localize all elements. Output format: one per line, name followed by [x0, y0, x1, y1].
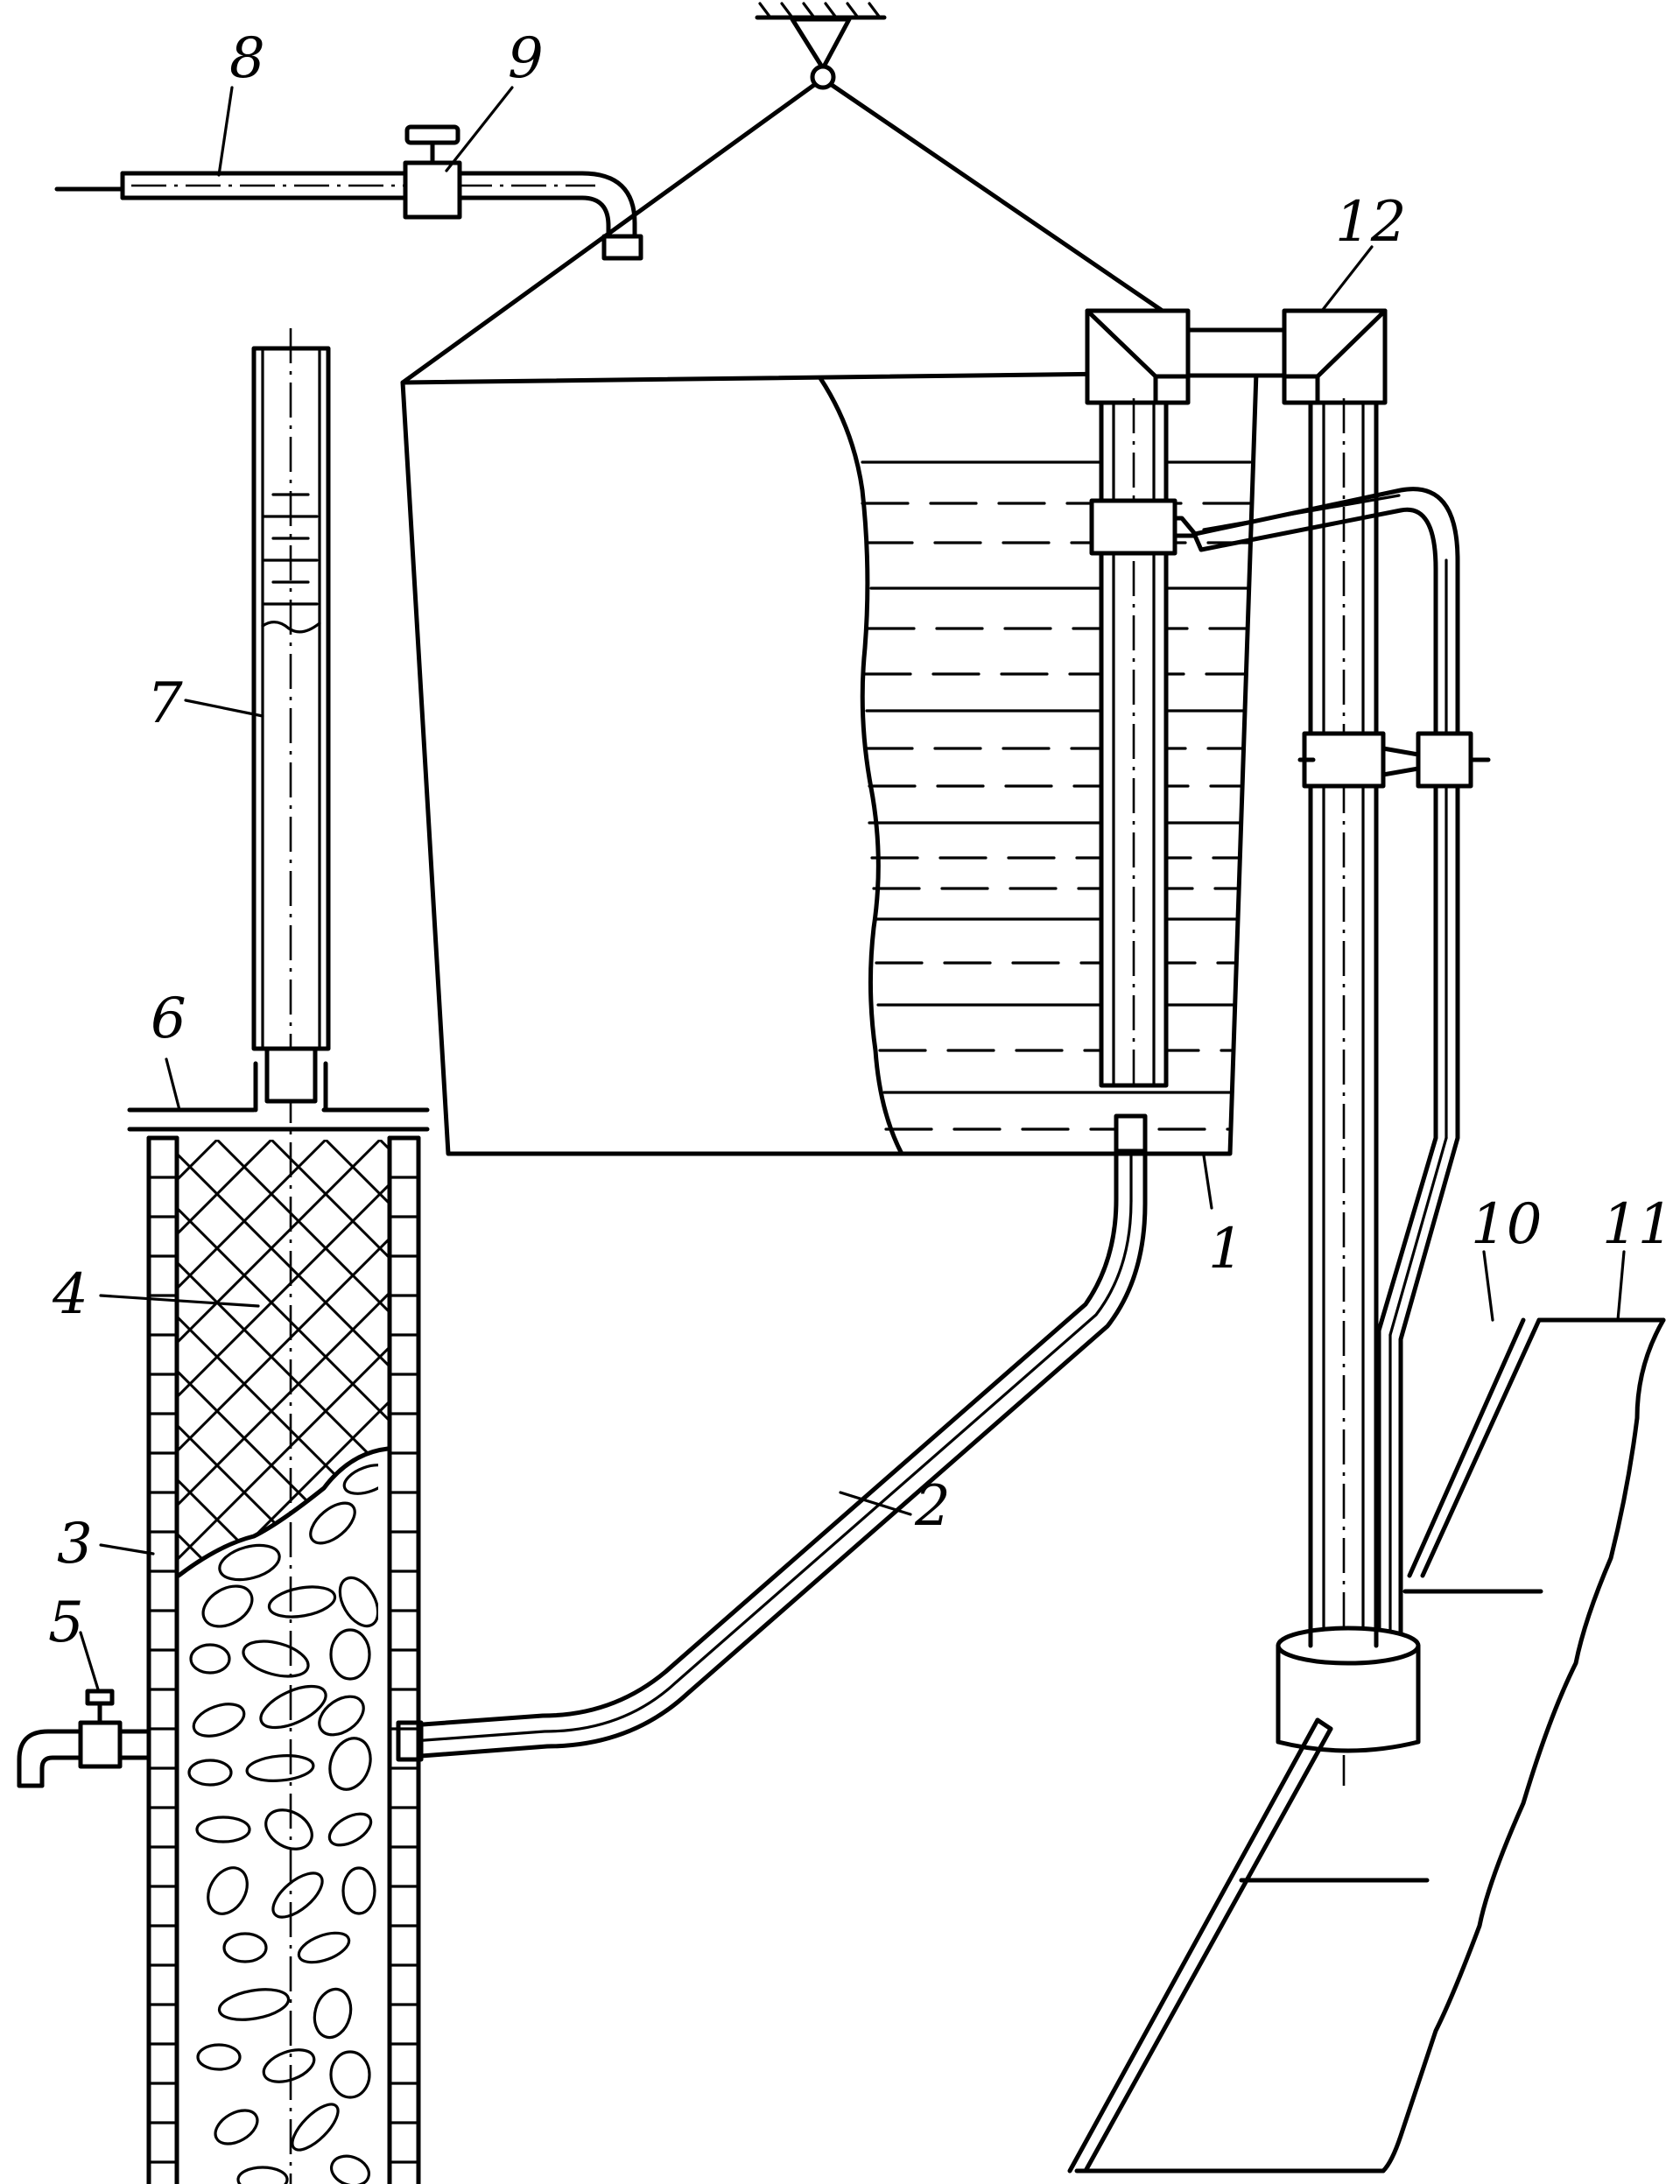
label-12: 12: [1335, 190, 1406, 255]
siphon-right-leg: [1300, 398, 1383, 1786]
label-9: 9: [508, 26, 544, 91]
filter-medium: [179, 1140, 388, 1576]
siphon-crossbar: [1188, 330, 1284, 376]
overhead-support: [757, 4, 884, 88]
label-6: 6: [151, 987, 186, 1051]
label-3: 3: [57, 1512, 93, 1577]
label-11: 11: [1602, 1192, 1673, 1257]
label-2: 2: [914, 1474, 951, 1539]
gravel-layer: [189, 1459, 395, 2184]
rail: [1070, 1320, 1539, 2171]
label-10: 10: [1471, 1192, 1542, 1257]
label-8: 8: [229, 26, 265, 91]
label-7: 7: [147, 671, 183, 736]
siphon-tee-right: [1284, 311, 1385, 403]
hose: [398, 1116, 1145, 1759]
label-4: 4: [52, 1262, 88, 1327]
valve: [405, 127, 460, 217]
siphon-base: [1278, 1628, 1418, 1751]
label-1: 1: [1208, 1217, 1244, 1282]
label-5: 5: [48, 1591, 84, 1655]
drain-tap: [19, 1691, 149, 1786]
siphon-left-leg: [1092, 398, 1175, 1090]
suspension-cables: [403, 85, 1169, 383]
supply-pipe: [57, 173, 641, 258]
siphon-tee-left: [1087, 311, 1188, 403]
